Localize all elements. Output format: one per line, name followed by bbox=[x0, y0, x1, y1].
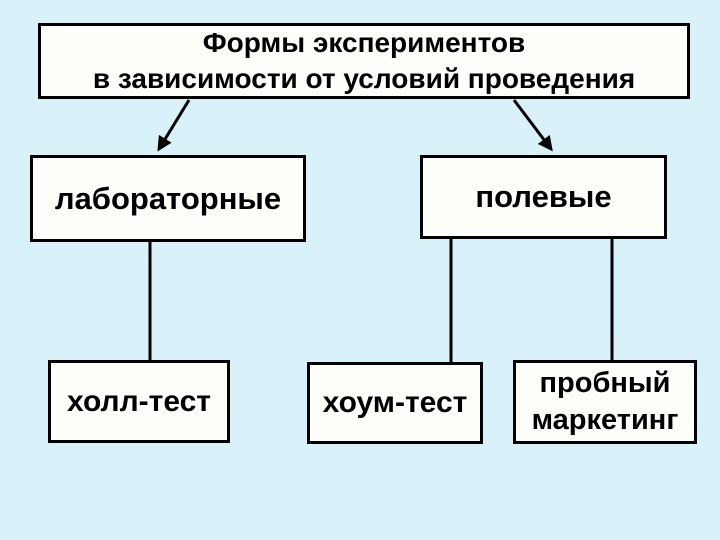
trial-marketing-line-2: маркетинг bbox=[531, 404, 679, 436]
node-title: Формы экспериментов в зависимости от усл… bbox=[38, 23, 690, 99]
node-field: полевые bbox=[420, 155, 667, 239]
node-hall-test: холл-тест bbox=[48, 360, 230, 443]
title-line-2: в зависимости от условий проведения bbox=[92, 63, 636, 94]
node-laboratory: лабораторные bbox=[30, 155, 306, 242]
edge-arrow-title-to-laboratory bbox=[157, 99, 191, 152]
edge-arrow-title-to-field bbox=[512, 99, 553, 152]
node-home-test: хоум-тест bbox=[307, 362, 483, 444]
title-line-1: Формы экспериментов bbox=[202, 27, 526, 58]
node-trial-marketing: пробный маркетинг bbox=[513, 360, 697, 444]
trial-marketing-line-1: пробный bbox=[539, 367, 671, 399]
